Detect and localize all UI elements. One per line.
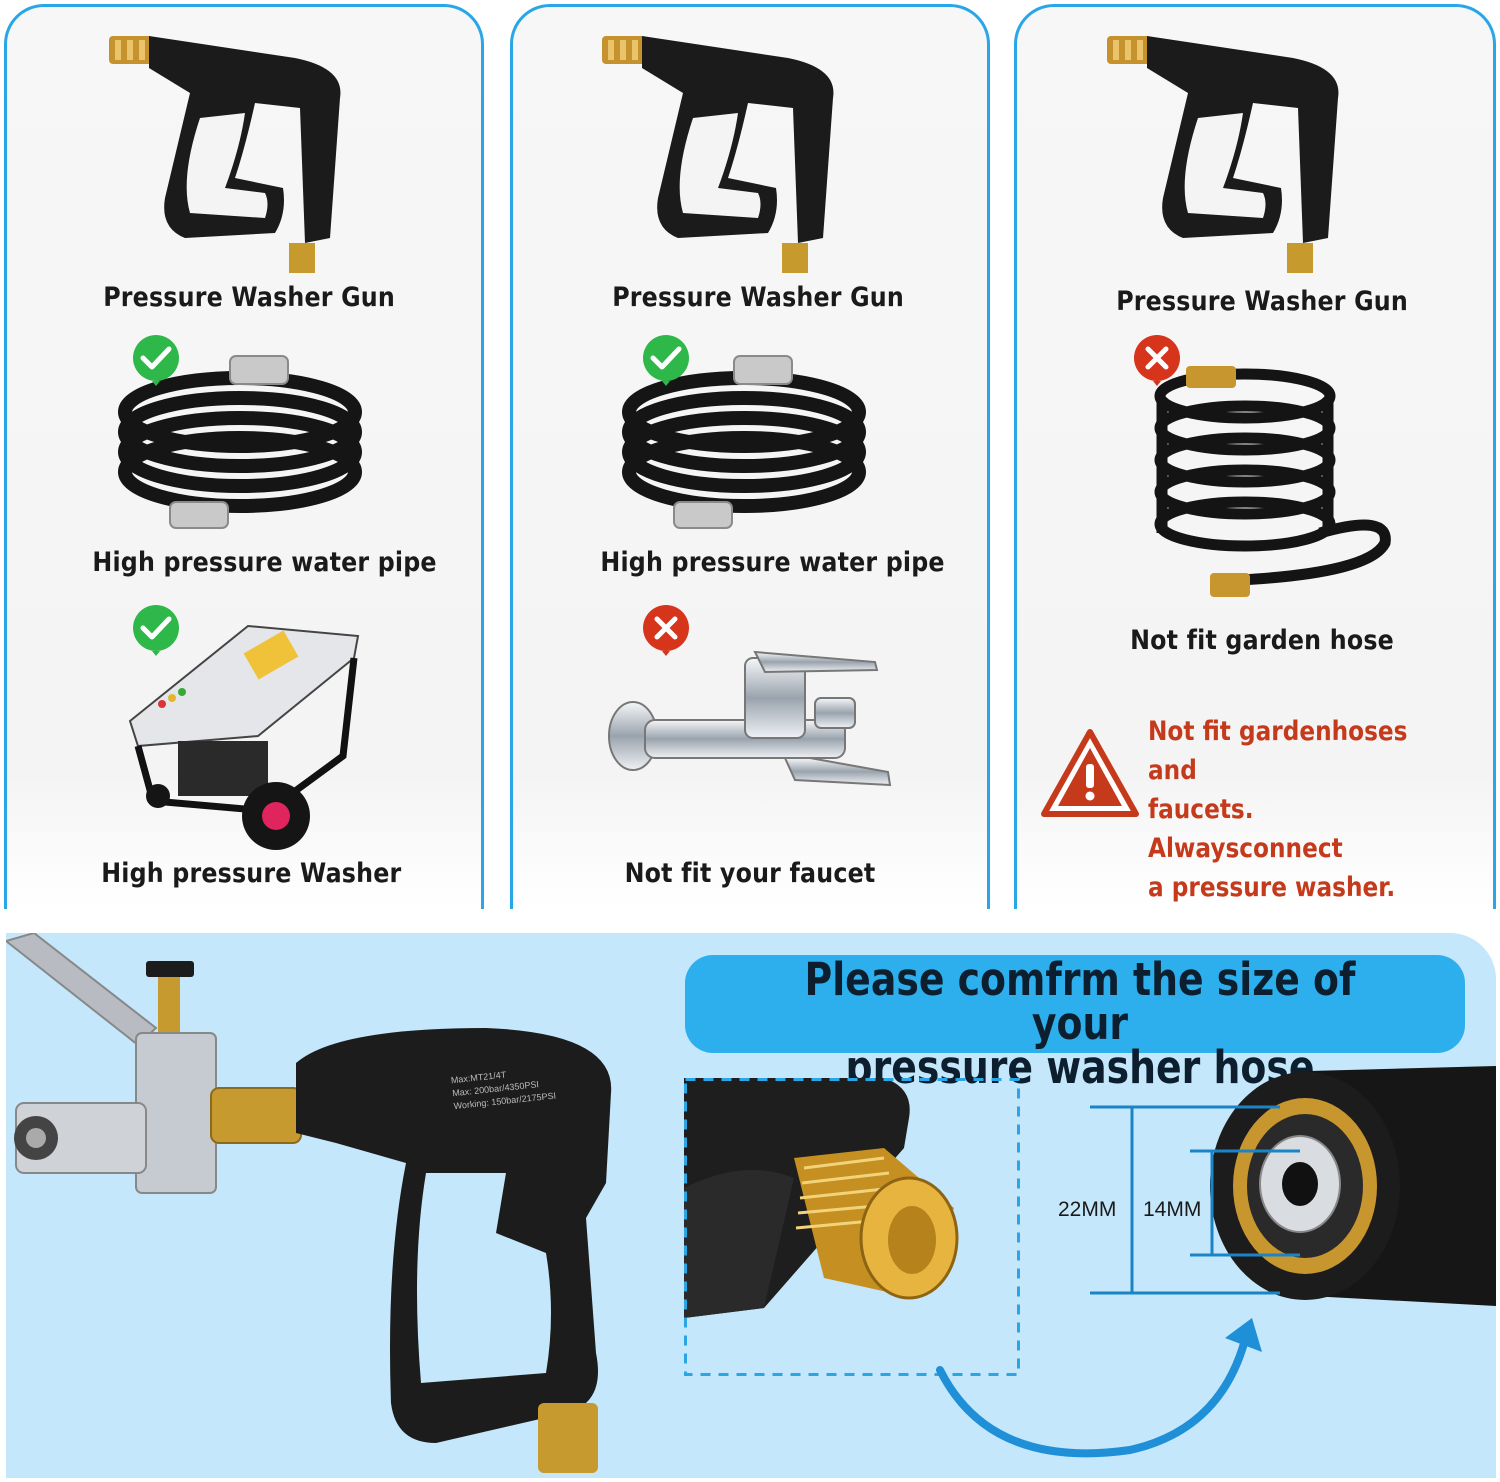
gun-label: Pressure Washer Gun	[1116, 286, 1408, 317]
hose-label: High pressure water pipe	[600, 547, 945, 578]
faucet-image	[608, 650, 892, 787]
hose-label: Not fit garden hose	[1130, 625, 1394, 656]
outer-diameter-label: 22MM	[1058, 1198, 1117, 1221]
hose-end-closeup-image	[1210, 1066, 1496, 1306]
size-title-line: Please comfrm the size of your	[804, 953, 1356, 1050]
pressure-washer-gun-image	[602, 36, 834, 273]
dimension-lines	[1090, 1105, 1300, 1295]
gun-fitting-closeup-image	[684, 1078, 1020, 1376]
check-mark-icon	[643, 335, 689, 386]
cross-mark-icon	[643, 605, 689, 656]
pressure-washer-gun-image	[109, 36, 341, 273]
size-title: Please comfrm the size of your pressure …	[761, 953, 1399, 1094]
warning-text: Not fit gardenhoses and faucets. Alwaysc…	[1148, 712, 1423, 907]
warning-line: Not fit gardenhoses and	[1148, 716, 1408, 786]
warning-line: a pressure washer.	[1148, 872, 1396, 903]
pressure-washer-gun-with-adapter-image	[6, 933, 612, 1473]
bottom-label: Not fit your faucet	[624, 858, 876, 889]
warning-triangle-icon	[1041, 729, 1139, 817]
check-mark-icon	[133, 335, 179, 386]
inner-diameter-label: 14MM	[1143, 1198, 1202, 1221]
pressure-washer-machine-image	[128, 624, 360, 850]
size-title-line: pressure washer hose	[845, 1041, 1315, 1094]
cross-mark-icon	[1134, 335, 1180, 386]
high-pressure-hose-image	[622, 355, 866, 529]
garden-hose-image	[1154, 366, 1391, 597]
warning-line: faucets. Alwaysconnect	[1148, 794, 1343, 864]
high-pressure-hose-image	[118, 355, 362, 529]
gun-label: Pressure Washer Gun	[103, 282, 395, 313]
bottom-label: High pressure Washer	[101, 858, 402, 889]
title-banner	[685, 955, 1465, 1053]
curved-arrow-icon	[936, 1318, 1262, 1458]
gun-label: Pressure Washer Gun	[612, 282, 904, 313]
pressure-washer-gun-image	[1107, 36, 1339, 273]
hose-label: High pressure water pipe	[92, 547, 437, 578]
check-mark-icon	[133, 605, 179, 656]
